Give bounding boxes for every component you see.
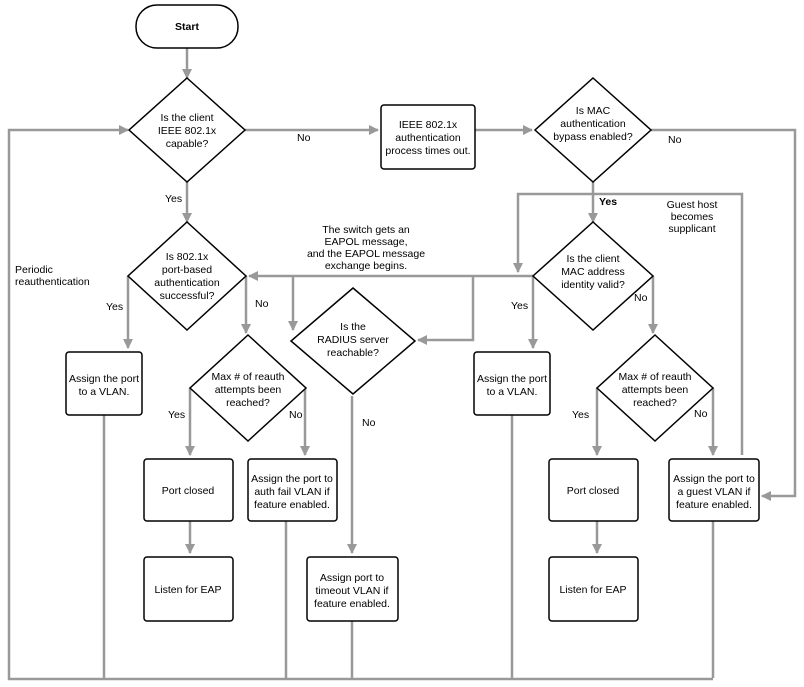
label-eapol-4: exchange begins. <box>325 260 407 272</box>
label-yes-max-right: Yes <box>572 409 589 421</box>
start-node: Start <box>135 4 239 49</box>
label-periodic-2: reauthentication <box>15 276 90 288</box>
arrow-radius-return-loop <box>417 276 475 345</box>
svg-text:reached?: reached? <box>633 397 677 409</box>
svg-text:Assign the port: Assign the port <box>477 373 547 385</box>
process-guest-vlan: Assign the port to a guest VLAN if featu… <box>668 458 760 522</box>
label-yes-capable: Yes <box>165 193 182 205</box>
process-listen-right: Listen for EAP <box>548 556 639 622</box>
arrow-periodic-reauthentication <box>7 125 713 681</box>
svg-text:IEEE 802.1x: IEEE 802.1x <box>399 119 458 131</box>
start-label: Start <box>175 21 199 33</box>
svg-text:process times out.: process times out. <box>385 145 470 157</box>
label-no-radius: No <box>362 417 376 429</box>
svg-text:auth fail VLAN if: auth fail VLAN if <box>254 486 329 498</box>
decision-mab: Is MAC authentication bypass enabled? <box>533 76 653 184</box>
process-port-closed-left: Port closed <box>143 458 234 522</box>
svg-text:identity valid?: identity valid? <box>561 279 625 291</box>
process-assign-vlan-right: Assign the port to a VLAN. <box>473 351 551 416</box>
svg-text:Listen for EAP: Listen for EAP <box>559 584 626 596</box>
label-yes-auth: Yes <box>106 301 123 313</box>
svg-text:RADIUS server: RADIUS server <box>317 334 389 346</box>
label-no-capable: No <box>297 132 311 144</box>
arrow-guest-supplicant-return <box>513 192 744 455</box>
svg-text:Assign the port: Assign the port <box>69 373 139 385</box>
svg-text:authentication: authentication <box>154 277 220 289</box>
svg-text:Max # of reauth: Max # of reauth <box>619 371 692 383</box>
decision-max-left: Max # of reauth attempts been reached? <box>188 333 308 443</box>
decision-capable: Is the client IEEE 802.1x capable? <box>127 76 247 184</box>
label-guest-host-3: supplicant <box>668 223 715 235</box>
svg-text:attempts been: attempts been <box>215 384 282 396</box>
decision-auth-success: Is 802.1x port-based authentication succ… <box>126 220 248 332</box>
svg-text:successful?: successful? <box>160 290 215 302</box>
process-listen-left: Listen for EAP <box>143 556 234 622</box>
svg-text:attempts been: attempts been <box>622 384 689 396</box>
svg-text:IEEE 802.1x: IEEE 802.1x <box>158 125 217 137</box>
label-eapol-3: and the EAPOL message <box>307 248 425 260</box>
label-eapol-2: EAPOL message, <box>324 236 407 248</box>
connectors <box>7 48 797 681</box>
label-no-mac: No <box>634 292 648 304</box>
label-no-max-right: No <box>694 408 708 420</box>
svg-text:Port closed: Port closed <box>567 485 620 497</box>
svg-text:Is MAC: Is MAC <box>576 105 611 117</box>
svg-text:reachable?: reachable? <box>327 347 379 359</box>
svg-text:capable?: capable? <box>166 138 209 150</box>
svg-text:Is the client: Is the client <box>160 112 213 124</box>
svg-text:timeout VLAN if: timeout VLAN if <box>316 585 389 597</box>
svg-text:authentication: authentication <box>560 118 626 130</box>
svg-text:to a VLAN.: to a VLAN. <box>487 386 538 398</box>
svg-text:Is the: Is the <box>340 321 366 333</box>
label-yes-max-left: Yes <box>168 409 185 421</box>
label-no-max-left: No <box>289 409 303 421</box>
svg-text:Is the client: Is the client <box>566 253 619 265</box>
decision-radius: Is the RADIUS server reachable? <box>289 287 417 395</box>
svg-text:bypass enabled?: bypass enabled? <box>553 131 633 143</box>
edge-labels: No Yes No Yes Guest host becomes supplic… <box>15 132 717 429</box>
label-no-mab: No <box>668 134 682 146</box>
svg-text:authentication: authentication <box>395 132 461 144</box>
process-assign-vlan-left: Assign the port to a VLAN. <box>65 351 143 416</box>
svg-text:reached?: reached? <box>226 397 270 409</box>
label-yes-mac: Yes <box>511 300 528 312</box>
svg-text:Max # of reauth: Max # of reauth <box>212 371 285 383</box>
svg-text:Assign the port to: Assign the port to <box>251 473 333 485</box>
label-guest-host-1: Guest host <box>667 199 718 211</box>
label-eapol-1: The switch gets an <box>322 224 410 236</box>
process-port-closed-right: Port closed <box>548 458 639 522</box>
process-timeout-vlan: Assign port to timeout VLAN if feature e… <box>306 556 399 622</box>
svg-text:Listen for EAP: Listen for EAP <box>154 584 221 596</box>
svg-text:port-based: port-based <box>162 264 212 276</box>
svg-text:to a VLAN.: to a VLAN. <box>79 386 130 398</box>
process-timeout: IEEE 802.1x authentication process times… <box>380 104 476 170</box>
arrow-mab-no-to-guest-vlan <box>651 128 797 501</box>
svg-text:Port closed: Port closed <box>162 485 215 497</box>
label-periodic-1: Periodic <box>15 264 53 276</box>
decision-max-right: Max # of reauth attempts been reached? <box>595 333 715 443</box>
svg-text:MAC address: MAC address <box>561 266 625 278</box>
svg-text:feature enabled.: feature enabled. <box>254 499 330 511</box>
svg-text:feature enabled.: feature enabled. <box>314 598 390 610</box>
svg-text:Is 802.1x: Is 802.1x <box>166 251 209 263</box>
label-guest-host-2: becomes <box>671 211 714 223</box>
label-no-auth: No <box>255 298 269 310</box>
label-yes-mab: Yes <box>599 196 617 208</box>
svg-text:a guest VLAN if: a guest VLAN if <box>678 486 751 498</box>
decision-mac-valid: Is the client MAC address identity valid… <box>531 220 655 332</box>
svg-text:feature enabled.: feature enabled. <box>676 499 752 511</box>
process-auth-fail-vlan: Assign the port to auth fail VLAN if fea… <box>247 458 338 522</box>
svg-text:Assign the port to: Assign the port to <box>673 473 755 485</box>
svg-text:Assign port to: Assign port to <box>320 572 384 584</box>
